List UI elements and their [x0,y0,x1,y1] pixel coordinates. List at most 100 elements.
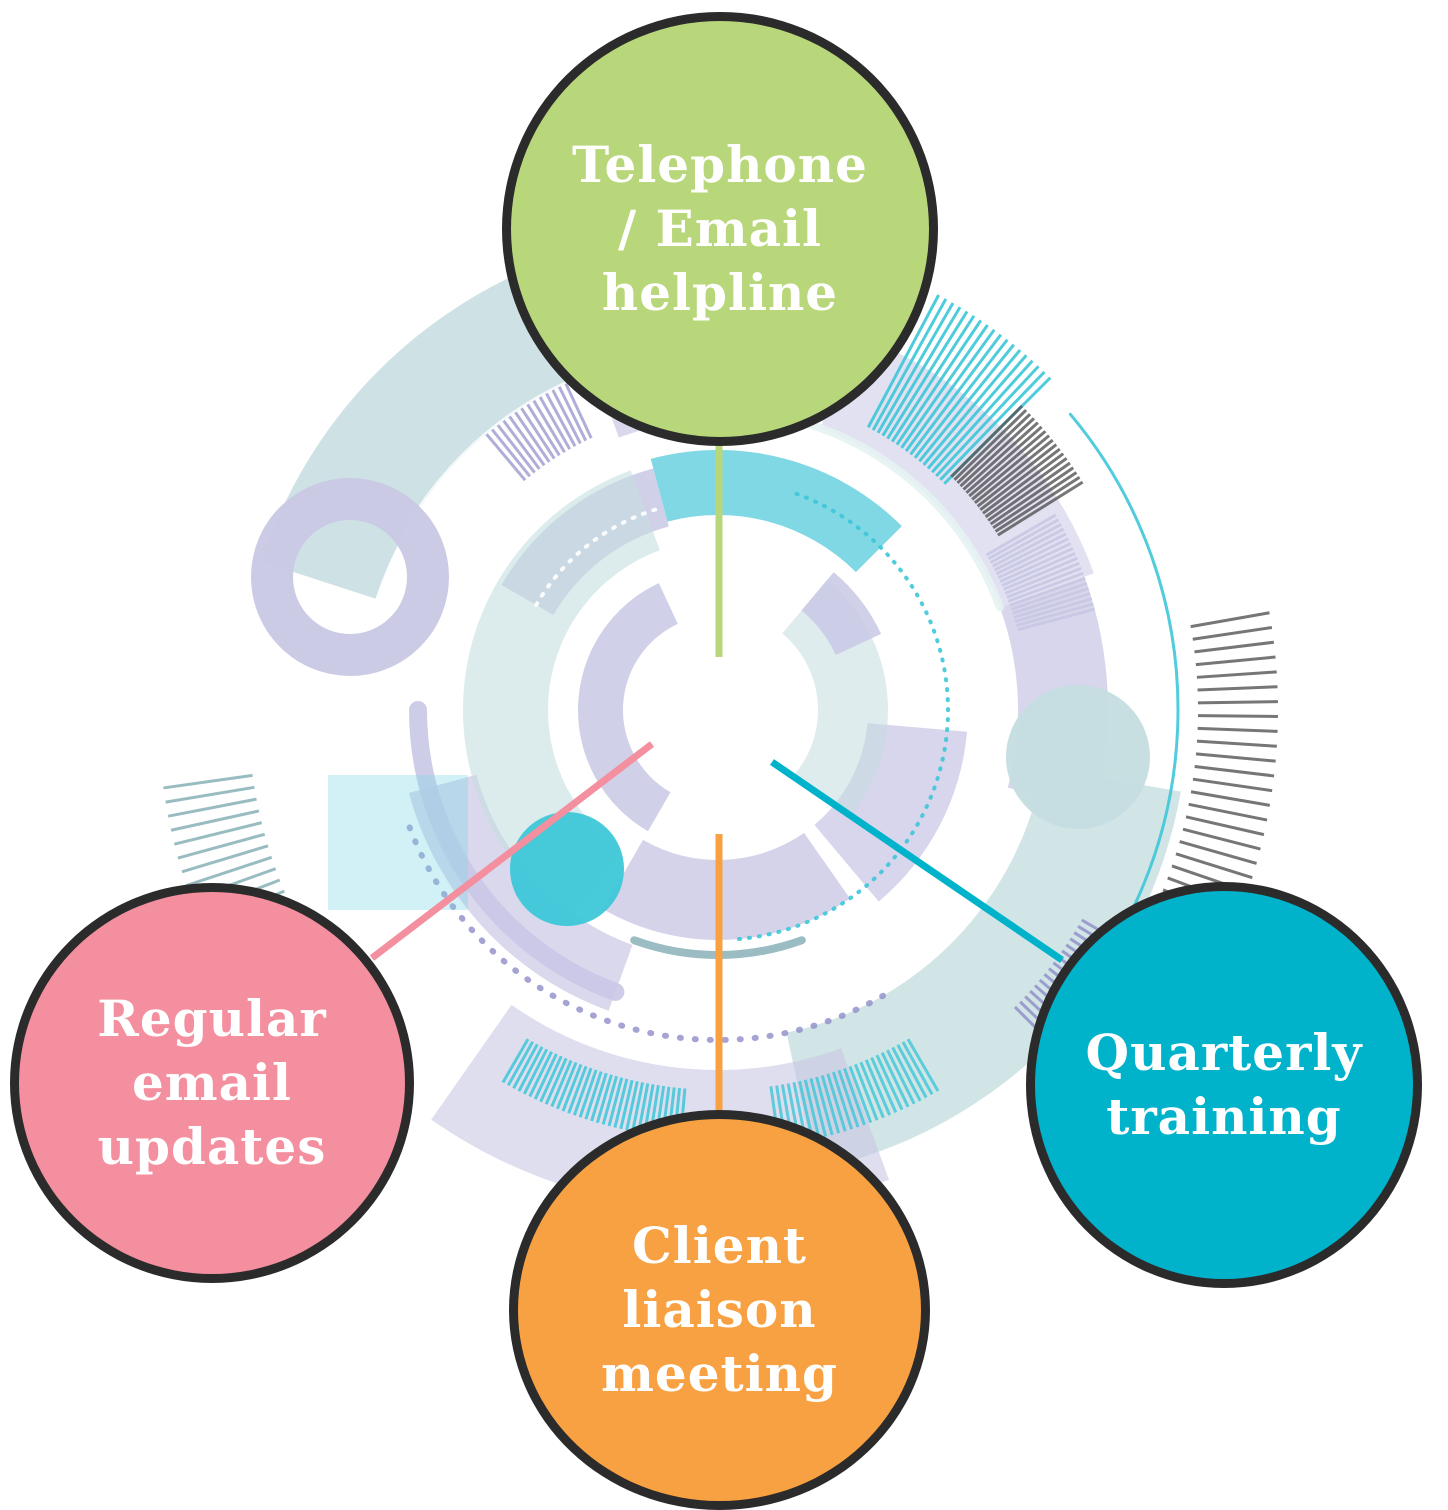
ticks-cyan-bottom [555,1061,578,1110]
ticks-dark-right [1195,752,1276,763]
ticks-dark-right [1190,611,1270,629]
ticks-cyan-bottom-right [815,1076,834,1136]
ticks-purple-top-left [538,396,572,450]
ticks-lavender-right [1006,566,1082,599]
ticks-dark-right [1197,726,1278,733]
small-band-right [801,572,882,656]
ticks-cyan-bottom [528,1050,553,1098]
ticks-dark-right [1179,840,1257,865]
ticks-dark-top-right [982,452,1065,515]
ticks-white-left [343,868,407,903]
ticks-lavender-right [989,523,1062,564]
node-label-client-liaison-meeting: Client liaison meeting [601,1216,838,1403]
ticks-lavender-right [1004,561,1080,595]
ticks-dark-right [1196,670,1277,679]
node-label-quarterly-training: Quarterly training [1085,1023,1363,1146]
ticks-cyan-bottom-right [848,1065,873,1124]
ticks-lavender-right [1002,556,1078,591]
node-label-telephone-email-helpline: Telephone / Email helpline [572,135,868,322]
ticks-cyan-bottom [544,1057,568,1105]
ticks-purple-top-left [508,415,546,467]
ticks-white-left [354,885,417,923]
ticks-white-left [341,864,405,898]
ticks-purple-top-left [502,419,541,470]
ticks-lavender-right [987,518,1060,561]
ticks-cyan-bottom [550,1059,573,1108]
ticks-cyan-top-right [900,324,989,449]
ticks-cyan-top-right [935,365,1040,477]
ticks-cyan-bottom [590,1072,608,1122]
ticks-white-left [333,851,399,882]
ticks-lavender-right [995,537,1070,576]
core-band-left [577,583,678,832]
ticks-white-left [336,855,401,887]
ticks-cyan-bottom-right [870,1056,898,1114]
ticks-cyan-bottom-right [875,1054,904,1111]
ticks-cyan-bottom-right [864,1059,892,1116]
ticks-cyan-bottom-right [854,1063,879,1121]
ticks-cyan-bottom-right [837,1069,860,1128]
ticks-cyan-top-right [913,338,1009,459]
ticks-dark-top-right [968,430,1047,498]
ticks-lavender-right [993,532,1067,572]
ticks-cyan-bottom-right [906,1038,940,1092]
ticks-steel-left [181,844,269,874]
panel-left [328,775,468,910]
mid-band-right [814,723,968,902]
ticks-lavender-right [997,542,1072,580]
ticks-dark-right [1195,655,1276,667]
ticks-cyan-bottom-right [886,1049,916,1105]
ticks-dark-top-right [973,438,1054,505]
ticks-cyan-bottom [607,1077,624,1127]
ticks-lavender-right [1015,602,1094,628]
ticks-purple-top-left [526,403,561,457]
ticks-dark-right [1197,700,1278,705]
ticks-purple-top-left [564,383,593,439]
ticks-cyan-bottom [512,1043,539,1090]
ticks-dark-top-right [987,461,1071,522]
ticks-purple-top-left [545,392,577,447]
ticks-dark-right [1197,685,1278,692]
ticks-cyan-top-right [895,319,983,446]
ticks-cyan-bottom [619,1079,634,1130]
mid-band-top-cyan [650,449,902,573]
ticks-cyan-bottom-right [843,1067,866,1126]
ticks-white-left [327,837,393,866]
ticks-cyan-bottom [601,1075,618,1125]
ticks-white-left [366,901,427,943]
ticks-cyan-bottom [539,1055,563,1103]
ticks-dark-top-right [959,417,1036,488]
ticks-purple-top-left [551,389,582,445]
ticks-steel-left [165,785,255,804]
ticks-white-left [349,877,412,913]
ticks-purple-top-left [496,424,536,474]
ticks-lavender-right [1013,592,1091,619]
ticks-lavender-right [1007,571,1084,603]
node-telephone-email-helpline: Telephone / Email helpline [502,12,938,446]
ticks-cyan-bottom-right [820,1075,841,1134]
ticks-cyan-bottom [584,1071,603,1120]
ticks-dark-right [1196,739,1277,748]
node-quarterly-training: Quarterly training [1026,882,1422,1288]
ticks-dark-top-right [950,404,1024,478]
ticks-dark-top-right [976,443,1058,508]
ticks-dark-top-right [989,466,1075,526]
ticks-white-left [363,897,424,938]
ticks-white-left [322,828,390,855]
ticks-lavender-right [999,547,1074,583]
ticks-cyan-top-right [891,315,976,443]
ticks-white-left [357,889,419,928]
ticks-cyan-top-right [886,310,969,440]
ticks-dark-top-right [997,480,1084,537]
ticks-cyan-bottom-right [896,1044,928,1099]
ticks-purple-top-left [485,433,527,482]
ticks-cyan-bottom [625,1081,639,1131]
circle-bottom-left [510,812,624,926]
ticks-dark-right [1185,815,1265,837]
ticks-steel-left [185,855,273,887]
ticks-cyan-bottom [561,1063,583,1112]
ticks-dark-top-right [992,471,1078,529]
node-label-regular-email-updates: Regular email updates [97,989,327,1176]
